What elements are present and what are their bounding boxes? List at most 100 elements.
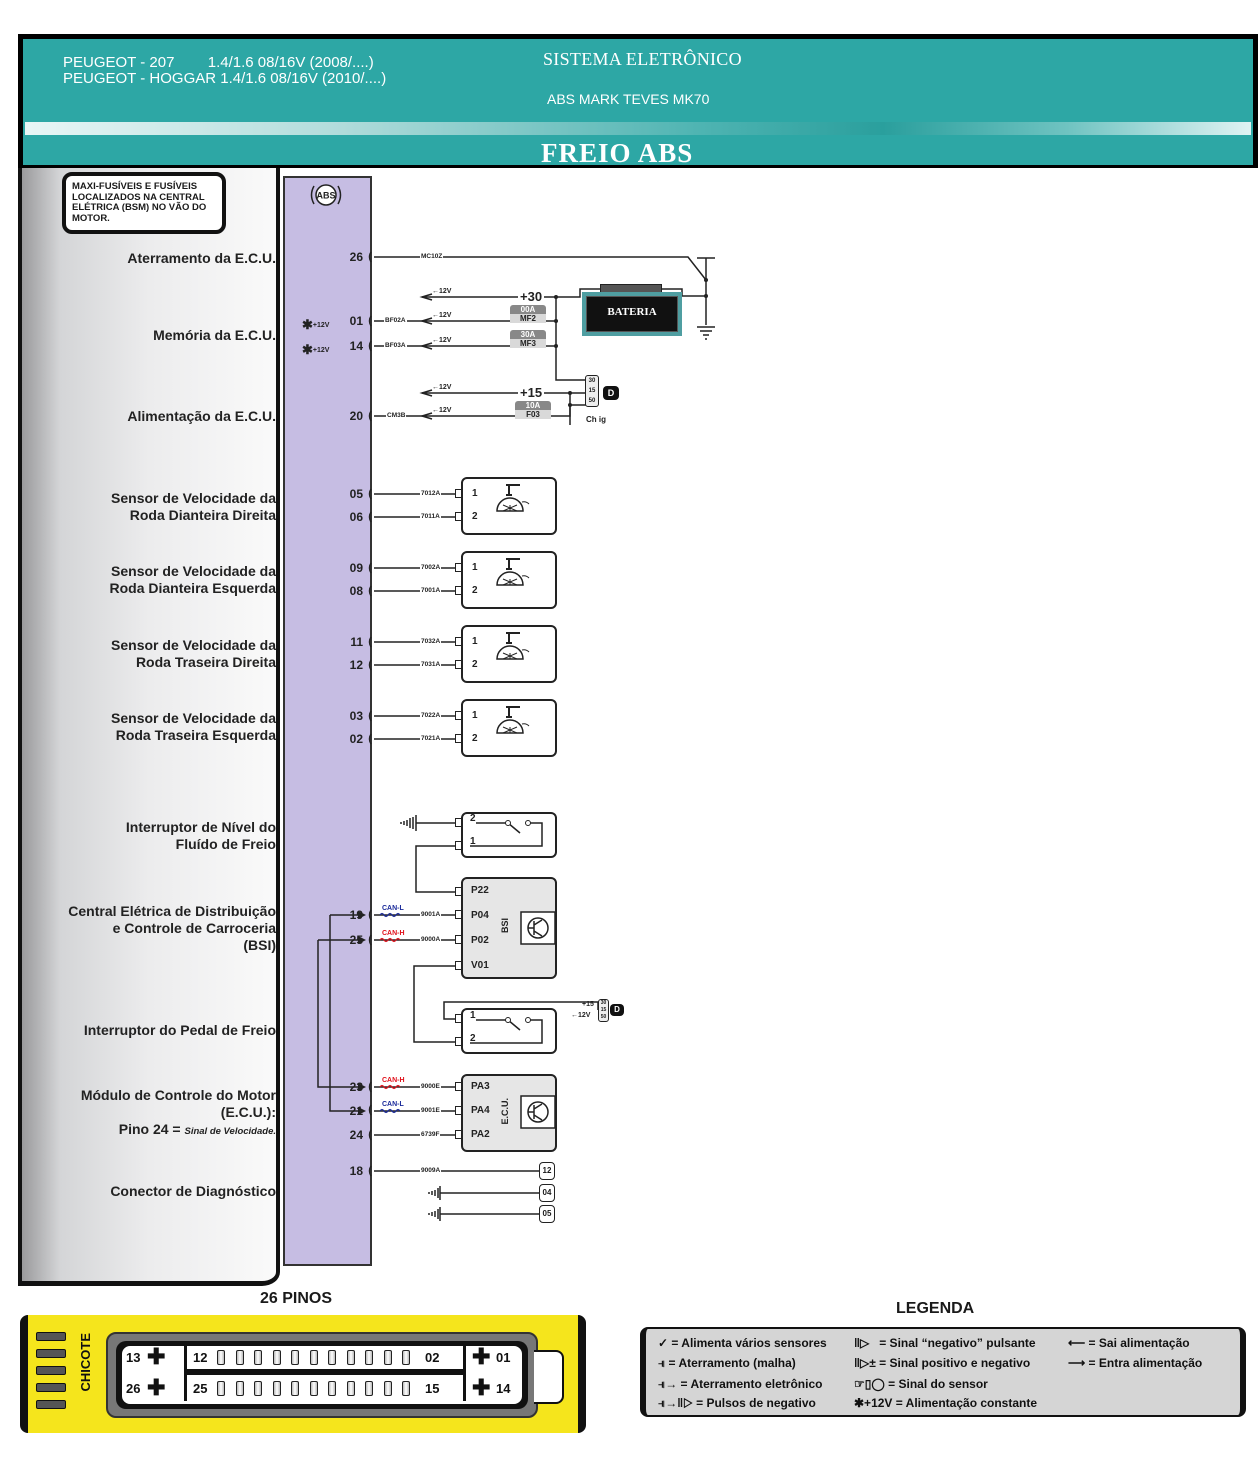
ground-symbol: [697, 326, 715, 340]
bus-30-label: +30: [518, 289, 545, 304]
pedal-switch-pin-1: 1: [470, 1010, 476, 1021]
connector-title: 26 PINOS: [260, 1290, 333, 1307]
connector-pin-12: 12: [193, 1350, 208, 1365]
ecu-pin-pa3: PA3: [471, 1081, 490, 1092]
connector-pin-cavity: [346, 1381, 355, 1396]
wire-label-9000e: 9000E: [420, 1083, 441, 1091]
ecu-26-pin-connector: CHICOTE 13 ✚ 26 ✚ 12 25 02 15 ✚ 01 ✚ 14: [20, 1315, 586, 1433]
volt-label: ←12V: [432, 407, 452, 414]
battery: BATERIA: [582, 292, 682, 336]
connector-pin-cavity: [272, 1381, 281, 1396]
label-ecu-memory: Memória da E.C.U.: [153, 327, 276, 343]
harness-slot: [36, 1400, 66, 1409]
wire-label-7002a: 7002A: [420, 564, 442, 572]
legend-item-feeds-sensors: ✓ = Alimenta vários sensores: [658, 1336, 827, 1350]
brake-fluid-level-switch: [461, 812, 557, 858]
connector-pin-cavity: [272, 1350, 281, 1365]
pedal-feed-volt: ←12V: [571, 1012, 591, 1019]
connector-pin-01: 01: [496, 1350, 511, 1365]
sensor-pin-1: 1: [472, 562, 478, 573]
constant-supply-marker-14: ✱+12V: [302, 342, 330, 357]
volt-label: ←12V: [432, 288, 452, 295]
connector-pin-13: 13: [126, 1350, 141, 1365]
connector-terminal: [455, 563, 462, 572]
pedal-feed-label: +15: [582, 1001, 594, 1008]
svg-text:ABS: ABS: [316, 191, 335, 201]
legend-item-negative-pulses: ⫣→‖▷ = Pulsos de negativo: [658, 1396, 816, 1410]
fluid-switch-pin-2: 2: [470, 813, 476, 824]
legend-panel: ✓ = Alimenta vários sensores ‖▷ = Sinal …: [640, 1327, 1246, 1417]
diag-pin-05: 05: [539, 1205, 555, 1223]
connector-pin-cavity: [235, 1350, 244, 1365]
connector-pin-cavity: [328, 1381, 336, 1396]
vehicle-models: PEUGEOT - 207 1.4/1.6 08/16V (2008/....)…: [63, 55, 386, 87]
connector-pin-cavity: [309, 1350, 318, 1365]
harness-slot: [36, 1349, 66, 1358]
connector-pin-cavity: [254, 1381, 262, 1396]
wire-label-mc10z: MC10Z: [420, 253, 444, 261]
connector-pin-14: 14: [496, 1381, 511, 1396]
sensor-pin-1: 1: [472, 488, 478, 499]
pin-25: 25: [349, 933, 363, 947]
label-panel: [18, 168, 280, 1286]
connector-pin-02: 02: [425, 1350, 440, 1365]
system-title: SISTEMA ELETRÔNICO: [543, 49, 742, 69]
connector-pin-cavity: [291, 1381, 299, 1396]
pin-24: 24: [349, 1128, 363, 1142]
connector-terminal: [455, 711, 462, 720]
bus-15-label: +15: [518, 385, 545, 400]
bsi-pin-p04: P04: [471, 910, 489, 921]
connector-terminal: [455, 660, 462, 669]
label-ecu-ground: Aterramento da E.C.U.: [127, 250, 276, 266]
bsi-label: BSI: [500, 918, 510, 934]
pin-terminals: [368, 251, 372, 1177]
sensor-pin-1: 1: [472, 636, 478, 647]
can-h-label-25: CAN-H: [382, 930, 405, 937]
sensor-pin-2: 2: [472, 585, 478, 596]
wire-label-7021a: 7021A: [420, 735, 442, 743]
volt-label: ←12V: [432, 312, 452, 319]
connector-terminal: [455, 489, 462, 498]
connector-terminal: [455, 512, 462, 521]
volt-label: ←12V: [432, 384, 452, 391]
pin-08: 08: [349, 584, 363, 598]
plus-icon: ✚: [472, 1344, 491, 1369]
connector-pin-cavity: [402, 1381, 410, 1396]
diag-pin-04: 04: [539, 1184, 555, 1202]
ignition-key-icon: D: [610, 1004, 624, 1016]
label-diagnostic-connector: Conector de Diagnóstico: [110, 1183, 276, 1199]
connector-pin-25: 25: [193, 1381, 208, 1396]
wire-label-bf02a: BF02A: [384, 317, 407, 325]
connector-pin-cavity: [309, 1381, 318, 1396]
pin-20: 20: [349, 409, 363, 423]
connector-pin-cavity: [402, 1350, 410, 1365]
connector-pin-cavity: [328, 1350, 336, 1365]
connector-pin-cavity: [254, 1350, 262, 1365]
wire-label-9001e: 9001E: [420, 1107, 441, 1115]
model-line-1: PEUGEOT - 207 1.4/1.6 08/16V (2008/....): [63, 54, 374, 71]
pin-09: 09: [349, 561, 363, 575]
abs-warning-icon: ABS: [310, 184, 342, 206]
pin-12: 12: [349, 658, 363, 672]
wire-label-cm3b: CM3B: [386, 412, 407, 420]
legend-title: LEGENDA: [896, 1300, 975, 1317]
connector-pin-cavity: [235, 1381, 244, 1396]
section-title: FREIO ABS: [541, 138, 694, 168]
can-l-label-21: CAN-L: [382, 1101, 404, 1108]
legend-item-electronic-ground: ⫣→ = Aterramento eletrônico: [658, 1377, 823, 1391]
connector-pin-26: 26: [126, 1381, 141, 1396]
pin-05: 05: [349, 487, 363, 501]
wire-label-7032a: 7032A: [420, 638, 442, 646]
ignition-key-icon: D: [603, 386, 619, 400]
connector-terminal: [455, 586, 462, 595]
connector-terminal: [455, 734, 462, 743]
plus-icon: ✚: [472, 1375, 491, 1400]
plus-icon: ✚: [147, 1375, 166, 1400]
label-brake-pedal-switch: Interruptor do Pedal de Freio: [83, 1022, 276, 1038]
pin-21: 21: [349, 1104, 363, 1118]
connector-pin-cavity: [383, 1350, 392, 1365]
plus-icon: ✚: [147, 1344, 166, 1369]
